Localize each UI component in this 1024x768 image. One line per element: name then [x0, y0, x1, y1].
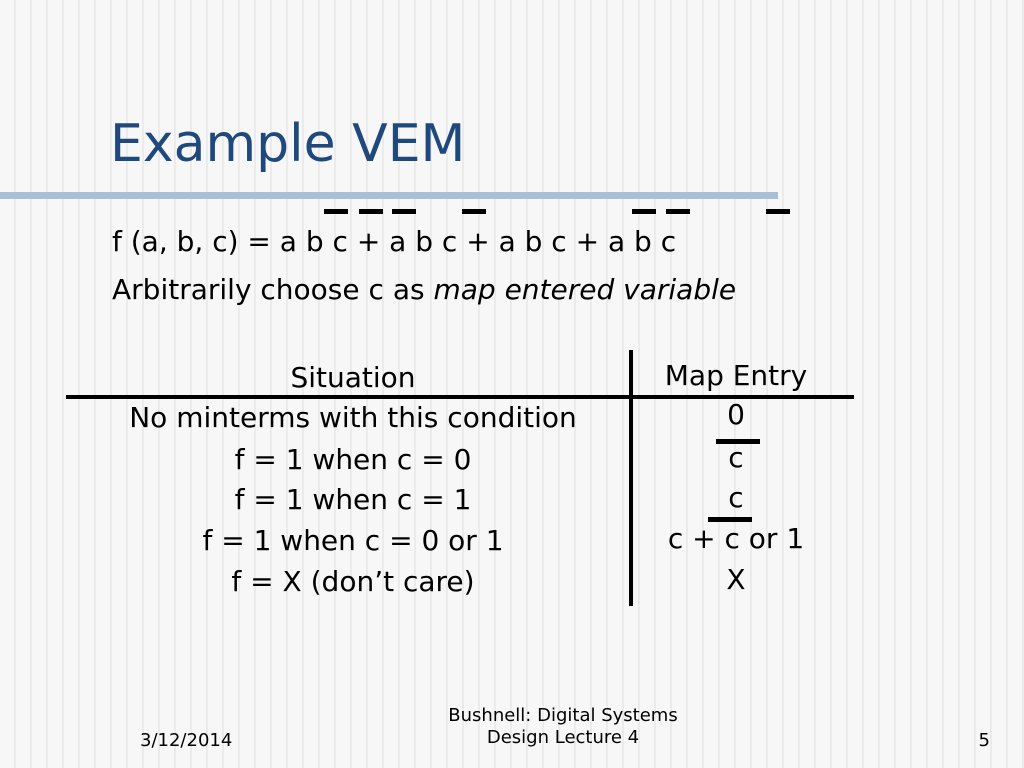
- header-map-entry: Map Entry: [664, 359, 808, 392]
- situation-row-1: No minterms with this condition: [129, 401, 577, 434]
- entry-row-1: 0: [727, 398, 745, 431]
- entry-row-2: c: [728, 441, 744, 474]
- table-header-rule: [66, 395, 854, 399]
- situation-row-3: f = 1 when c = 1: [234, 483, 472, 516]
- text-prefix: Arbitrarily choose c as: [112, 273, 434, 306]
- complement-bar-a1: [324, 209, 348, 214]
- complement-bar-b1: [359, 209, 383, 214]
- footer-date: 3/12/2014: [140, 730, 233, 751]
- entry-row-3: c: [728, 481, 744, 514]
- entry-row-4: c + c or 1: [667, 522, 805, 555]
- slide-title: Example VEM: [110, 114, 466, 174]
- situation-row-5: f = X (don’t care): [231, 565, 475, 598]
- complement-bar-a2: [462, 209, 486, 214]
- header-situation: Situation: [290, 361, 416, 394]
- entry-row-5: X: [726, 563, 746, 596]
- complement-bar-b4: [766, 209, 790, 214]
- complement-bar-c1: [392, 209, 416, 214]
- complement-bar-b3: [632, 209, 656, 214]
- situation-row-2: f = 1 when c = 0: [234, 443, 472, 476]
- function-expression: f (a, b, c) = a b c + a b c + a b c + a …: [112, 225, 677, 258]
- entry-complement-bar-row-2: [716, 439, 760, 444]
- entry-complement-bar-row-4: [708, 517, 752, 522]
- footer-course-title: Bushnell: Digital Systems Design Lecture…: [400, 705, 726, 749]
- map-entered-variable-text: Arbitrarily choose c as map entered vari…: [112, 272, 736, 308]
- table-column-divider: [629, 350, 633, 606]
- emphasis-text: map entered variable: [433, 273, 737, 306]
- footer-course-line-2: Design Lecture 4: [486, 727, 640, 748]
- title-underline-rule: [0, 192, 778, 199]
- complement-bar-c3: [666, 209, 690, 214]
- footer-course-line-1: Bushnell: Digital Systems: [448, 705, 678, 726]
- footer-page-number: 5: [978, 730, 990, 751]
- situation-row-4: f = 1 when c = 0 or 1: [202, 524, 504, 557]
